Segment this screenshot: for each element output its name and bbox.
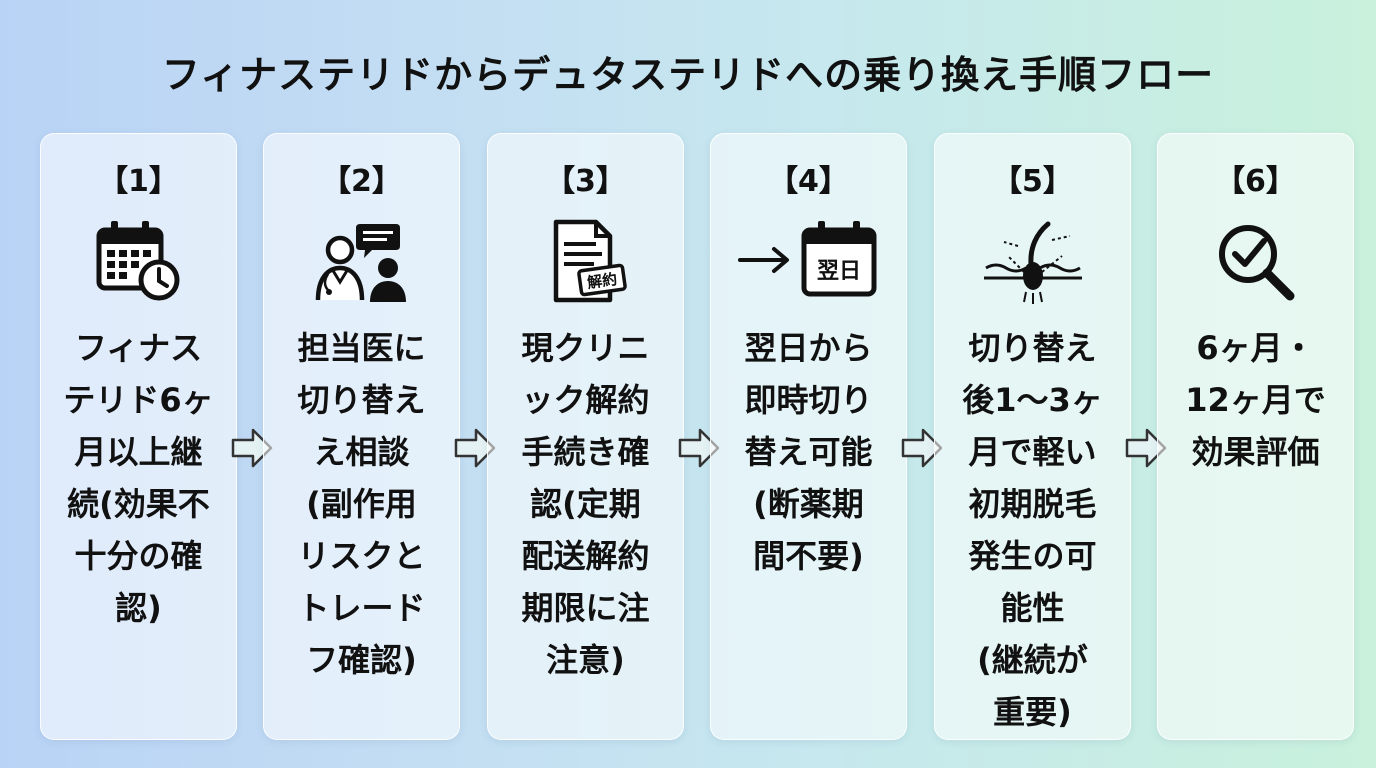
step-description: フィナス テリド6ヶ 月以上継 続(効果不 十分の確 認) — [63, 329, 214, 627]
arrow-right-icon — [231, 428, 273, 468]
step-description: 切り替え 後1〜3ヶ 月で軽い 初期脱毛 発生の可 能性 (継続が 重要) — [962, 329, 1103, 731]
step-card-5: 【5】 切り替え 後1〜3ヶ 月で軽い 初期脱毛 発生の可 能性 (継続が 重要… — [934, 133, 1131, 740]
arrow-right-icon — [1125, 428, 1167, 468]
step-card-3: 【3】 解約 現クリニ ック解約 手続き確 認(定期 配送解約 期限に注 注意) — [487, 133, 684, 740]
hair-follicle-icon — [935, 216, 1130, 306]
step-number: 【2】 — [321, 164, 402, 199]
step-card-1: 【1】 フィナス テリド6ヶ 月以上継 続(効果不 十分の確 認) — [40, 133, 237, 740]
step-number: 【5】 — [992, 164, 1073, 199]
page-title: フィナステリドからデュタステリドへの乗り換え手順フロー — [161, 53, 1215, 97]
doctor-consultation-icon — [264, 216, 459, 306]
step-description: 担当医に 切り替え え相談 (副作用 リスクと トレード フ確認) — [297, 329, 426, 679]
step-card-6: 【6】 6ヶ月・ 12ヶ月で 効果評価 — [1157, 133, 1354, 740]
step-card-4: 【4】 翌日 翌日から 即時切り 替え可能 (断薬期 間不要) — [710, 133, 907, 740]
step-number: 【4】 — [768, 164, 849, 199]
step-number: 【3】 — [545, 164, 626, 199]
step-description: 6ヶ月・ 12ヶ月で 効果評価 — [1185, 329, 1326, 471]
stamp-label: 解約 — [586, 270, 618, 292]
cancellation-document-icon: 解約 — [488, 216, 683, 306]
step-number: 【1】 — [98, 164, 179, 199]
arrow-right-icon — [678, 428, 720, 468]
step-number: 【6】 — [1215, 164, 1296, 199]
step-card-2: 【2】 担当医に 切り替え え相談 (副作用 リスクと トレード フ確認) — [263, 133, 460, 740]
arrow-right-icon — [901, 428, 943, 468]
magnifier-check-icon — [1158, 216, 1353, 306]
calendar-clock-icon — [41, 216, 236, 306]
arrow-next-day-calendar-icon: 翌日 — [711, 216, 906, 306]
calendar-label: 翌日 — [816, 259, 860, 284]
step-description: 現クリニ ック解約 手続き確 認(定期 配送解約 期限に注 注意) — [521, 329, 650, 679]
step-description: 翌日から 即時切り 替え可能 (断薬期 間不要) — [744, 329, 873, 575]
arrow-right-icon — [454, 428, 496, 468]
